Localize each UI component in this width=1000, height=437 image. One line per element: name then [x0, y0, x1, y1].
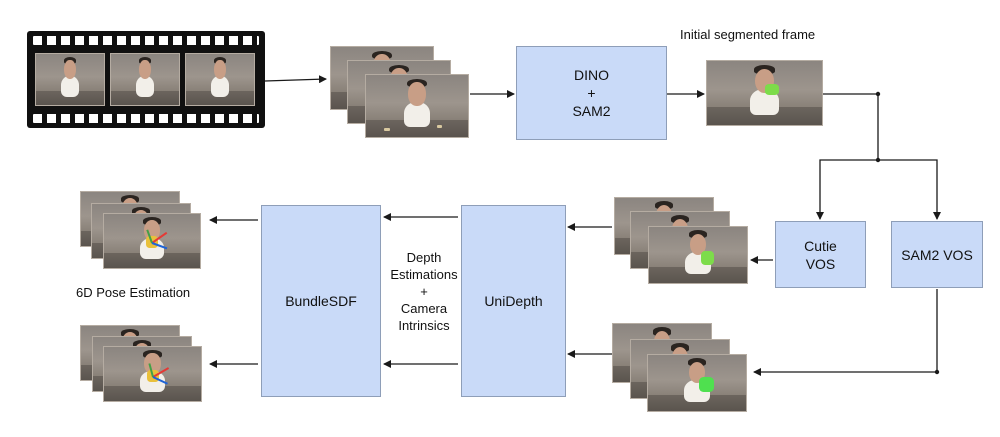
- unidepth-node: UniDepth: [461, 205, 566, 397]
- video-frame: [647, 354, 747, 412]
- bundlesdf-node: BundleSDF: [261, 205, 381, 397]
- segmentation-mask: [700, 250, 714, 265]
- video-frame: [365, 74, 469, 138]
- junction-dot: [875, 91, 881, 97]
- film-perforations-top: [33, 36, 259, 45]
- arrow-to-cutie-vos: [816, 159, 878, 220]
- film-frame: [35, 53, 105, 106]
- film-frame: [110, 53, 180, 106]
- segmentation-mask: [764, 84, 779, 96]
- line-segmented-branch: [822, 93, 879, 160]
- sam2-vos-node: SAM2 VOS: [891, 221, 983, 288]
- pose-estimation-label: 6D Pose Estimation: [76, 285, 191, 300]
- film-perforations-bottom: [33, 114, 259, 123]
- filmstrip-icon: [27, 31, 265, 128]
- video-frame: [103, 346, 202, 402]
- arrow-film-to-frames: [264, 75, 327, 84]
- junction-dot: [934, 369, 940, 375]
- initial-segmented-frame: [706, 60, 823, 126]
- film-frame: [185, 53, 255, 106]
- junction-dot: [875, 157, 881, 163]
- depth-intrinsics-label: Depth Estimations + Camera Intrinsics: [390, 250, 458, 333]
- arrow-to-sam2-vos: [878, 159, 941, 220]
- segmentation-mask: [698, 377, 714, 393]
- initial-segmented-frame-label: Initial segmented frame: [680, 27, 816, 42]
- arrow-sam2vos-to-frames: [753, 289, 938, 376]
- cutie-vos-node: Cutie VOS: [775, 221, 866, 288]
- video-frame: [103, 213, 201, 269]
- video-frame: [648, 226, 748, 284]
- dino-sam2-node: DINO + SAM2: [516, 46, 667, 140]
